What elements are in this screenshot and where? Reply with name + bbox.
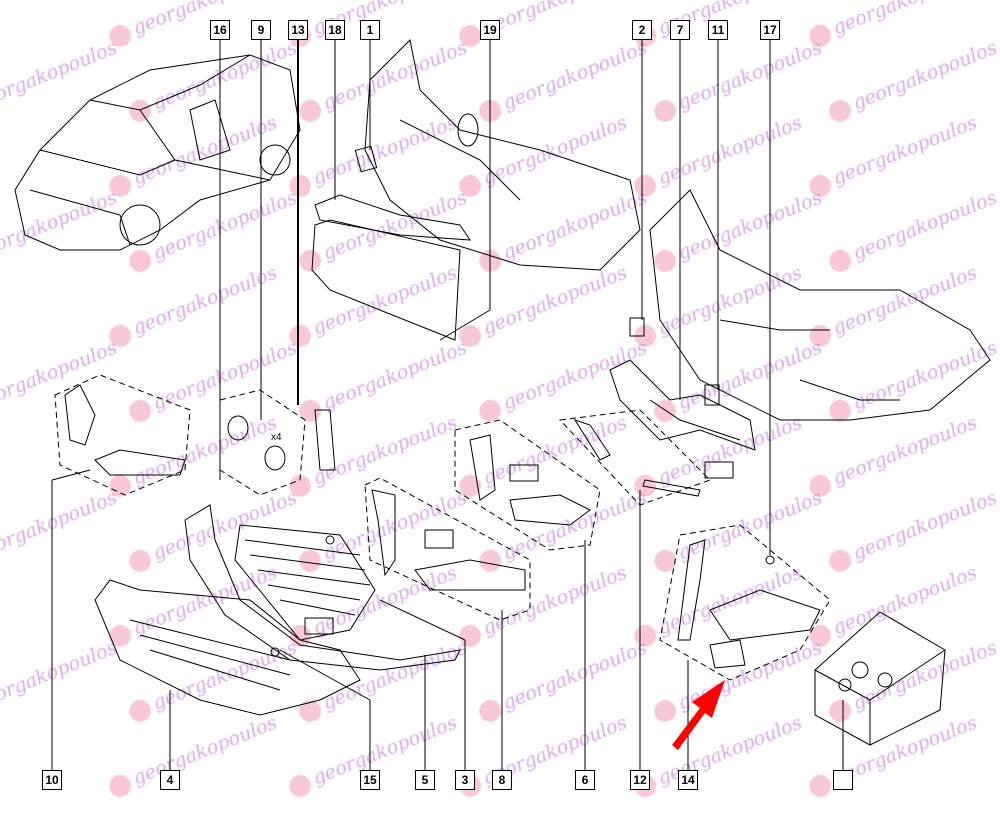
red-arrow-indicator: [672, 680, 725, 750]
callout-10: 10: [42, 770, 62, 790]
callout-13: 13: [288, 20, 308, 40]
front-bumper-lower: [629, 189, 991, 421]
bracket-assembly: [270, 535, 821, 669]
callout-14: 14: [678, 770, 698, 790]
group-outlines: [54, 374, 831, 681]
callout-3: 3: [455, 770, 475, 790]
callout-11: 11: [708, 20, 728, 40]
small-parts: [64, 384, 734, 591]
fastener-kit-box: [814, 611, 946, 746]
callout-12: 12: [630, 770, 650, 790]
grille-trim-strip: [184, 504, 461, 671]
lower-grille: [234, 524, 376, 641]
callout-5: 5: [415, 770, 435, 790]
callout-7: 7: [670, 20, 690, 40]
underbody-shield: [94, 579, 361, 716]
callout-9: 9: [251, 20, 271, 40]
callout-17: 17: [760, 20, 780, 40]
callout-15: 15: [360, 770, 380, 790]
callout-19: 19: [480, 20, 500, 40]
callout-2: 2: [632, 20, 652, 40]
front-bumper-upper: [354, 38, 641, 271]
callout-1: 1: [360, 20, 380, 40]
callout-4: 4: [160, 770, 180, 790]
callout-blank: [833, 770, 853, 790]
callout-18: 18: [325, 20, 345, 40]
car-illustration: [14, 54, 301, 251]
grille-upper: [311, 194, 471, 341]
grille-chrome: [609, 359, 756, 451]
fastener-qty: x4: [271, 432, 282, 443]
leader-lines: [51, 40, 844, 770]
callout-6: 6: [575, 770, 595, 790]
callout-16: 16: [210, 20, 230, 40]
callout-8: 8: [492, 770, 512, 790]
